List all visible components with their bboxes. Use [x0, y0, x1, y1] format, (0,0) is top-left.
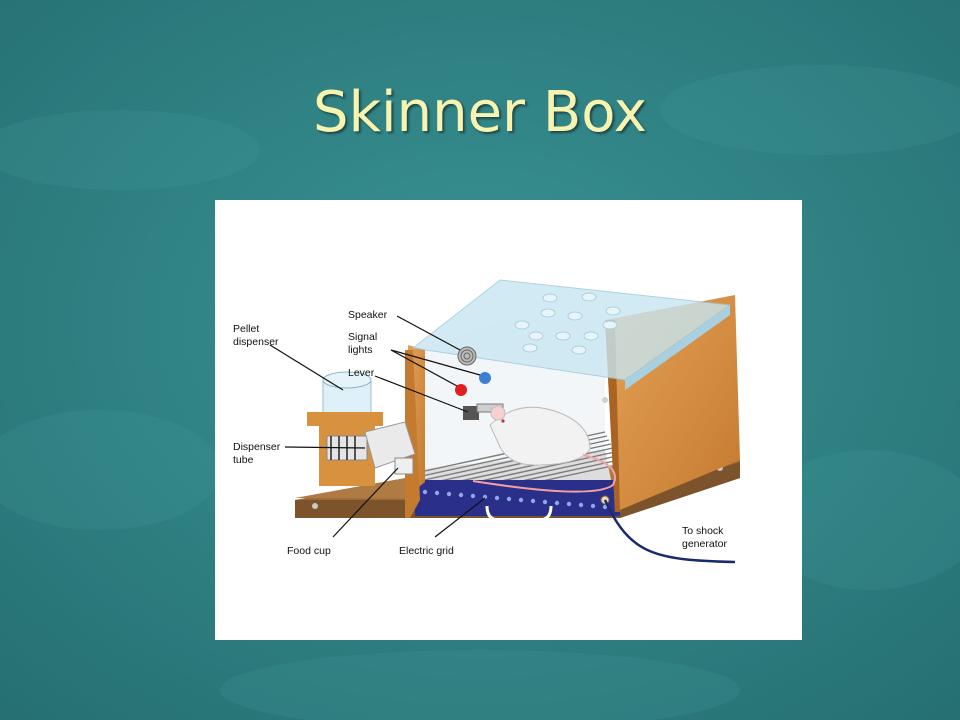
- drawer-handle: [485, 505, 553, 522]
- label-dispenser-tube: tube: [233, 454, 254, 466]
- label-dispenser-tube: Dispenser: [233, 441, 281, 453]
- grid-bar-ends: [422, 489, 608, 510]
- label-pellet-dispenser: Pellet: [233, 323, 259, 335]
- signal-light-red: [455, 384, 467, 396]
- rat-icon: [472, 405, 616, 493]
- label-signal-lights: lights: [348, 344, 373, 356]
- lever-icon: [463, 403, 504, 420]
- glass-lid: [411, 279, 732, 390]
- label-pellet-dispenser: dispenser: [233, 336, 279, 348]
- label-shock-generator: To shock: [682, 525, 724, 537]
- label-shock-generator: generator: [682, 538, 727, 550]
- label-food-cup: Food cup: [287, 545, 331, 557]
- label-electric-grid: Electric grid: [399, 545, 454, 557]
- dispenser-tube: [364, 421, 416, 469]
- label-lever: Lever: [348, 367, 375, 379]
- food-cup: [394, 457, 414, 475]
- diagram-panel: Speaker Signal lights Lever Pellet dispe…: [215, 200, 802, 640]
- shock-cable: [603, 499, 736, 564]
- skinner-box-diagram: Speaker Signal lights Lever Pellet dispe…: [233, 279, 740, 564]
- signal-light-blue: [479, 372, 491, 384]
- leader-lines: [269, 315, 486, 538]
- speaker-icon: [457, 346, 477, 366]
- label-signal-lights: Signal: [348, 331, 377, 343]
- pellet-dispenser: [307, 371, 383, 486]
- label-speaker: Speaker: [348, 309, 388, 321]
- slide-title: Skinner Box: [313, 80, 647, 145]
